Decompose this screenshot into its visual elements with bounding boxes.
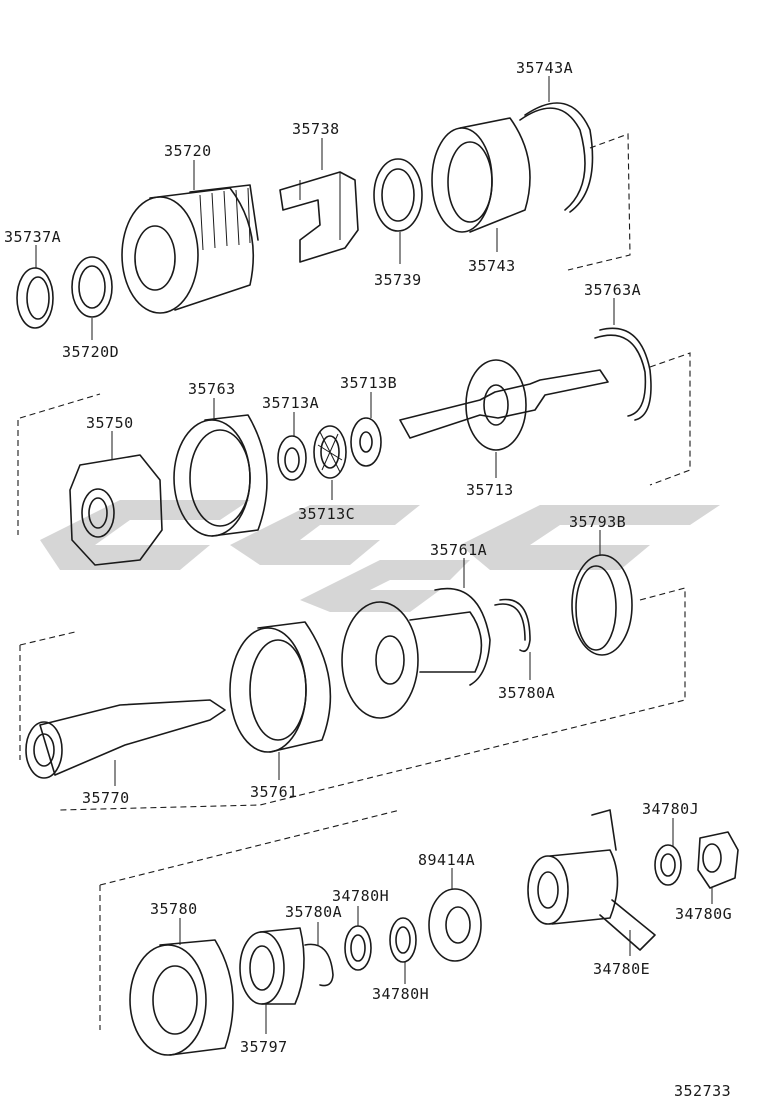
label-34780H-upper: 34780H [332, 887, 389, 905]
part-35720[interactable] [121, 184, 259, 314]
group-outline-bottom [99, 809, 401, 1030]
part-35743[interactable] [431, 117, 531, 233]
watermark-logo [40, 500, 720, 612]
label-35720: 35720 [164, 142, 212, 160]
part-34780J[interactable] [654, 844, 682, 886]
part-35793B[interactable] [571, 554, 633, 656]
part-35763[interactable] [173, 414, 268, 537]
group-outline-top [567, 133, 631, 271]
label-35713C: 35713C [298, 505, 355, 523]
label-35780A-upper: 35780A [498, 684, 555, 702]
part-34780E[interactable] [527, 809, 656, 951]
part-35743A[interactable] [519, 102, 594, 213]
part-34780H-lower[interactable] [389, 917, 417, 963]
label-34780E: 34780E [593, 960, 650, 978]
label-35738: 35738 [292, 120, 340, 138]
label-35737A: 35737A [4, 228, 61, 246]
label-35713B: 35713B [340, 374, 397, 392]
label-34780H-lower: 34780H [372, 985, 429, 1003]
label-89414A: 89414A [418, 851, 475, 869]
label-35780A-lower: 35780A [285, 903, 342, 921]
label-35713A: 35713A [262, 394, 319, 412]
part-35770[interactable] [25, 699, 226, 779]
part-35713[interactable] [399, 359, 609, 451]
part-35737A[interactable] [16, 267, 54, 329]
part-35780A-lower[interactable] [304, 943, 334, 987]
part-34780H-upper[interactable] [344, 925, 372, 971]
label-35797: 35797 [240, 1038, 288, 1056]
part-35713B[interactable] [350, 417, 382, 467]
part-35750[interactable] [69, 454, 163, 566]
label-35713: 35713 [466, 481, 514, 499]
figure-id: 352733 [674, 1082, 731, 1100]
label-35743A: 35743A [516, 59, 573, 77]
part-35713C[interactable] [313, 425, 347, 479]
label-35743: 35743 [468, 257, 516, 275]
group-outline-middle [17, 352, 691, 535]
label-35763: 35763 [188, 380, 236, 398]
part-35780A-upper[interactable] [494, 598, 531, 653]
label-35793B: 35793B [569, 513, 626, 531]
part-35720D[interactable] [71, 256, 113, 318]
label-35763A: 35763A [584, 281, 641, 299]
label-35770: 35770 [82, 789, 130, 807]
part-89414A[interactable] [428, 888, 482, 962]
part-35761A[interactable] [341, 587, 491, 719]
label-35720D: 35720D [62, 343, 119, 361]
label-34780J: 34780J [642, 800, 699, 818]
group-outline-lower [19, 587, 686, 811]
label-35739: 35739 [374, 271, 422, 289]
label-35780: 35780 [150, 900, 198, 918]
label-35761A: 35761A [430, 541, 487, 559]
label-34780G: 34780G [675, 905, 732, 923]
part-35763A[interactable] [594, 327, 652, 421]
part-35738[interactable] [279, 171, 359, 263]
part-35797[interactable] [239, 927, 305, 1005]
label-35750: 35750 [86, 414, 134, 432]
label-35761: 35761 [250, 783, 298, 801]
part-35780[interactable] [129, 939, 234, 1056]
part-35761[interactable] [229, 621, 332, 753]
part-35739[interactable] [373, 158, 423, 232]
leader-lines [35, 76, 713, 1034]
part-34780G[interactable] [697, 831, 739, 889]
part-35713A[interactable] [277, 435, 307, 481]
